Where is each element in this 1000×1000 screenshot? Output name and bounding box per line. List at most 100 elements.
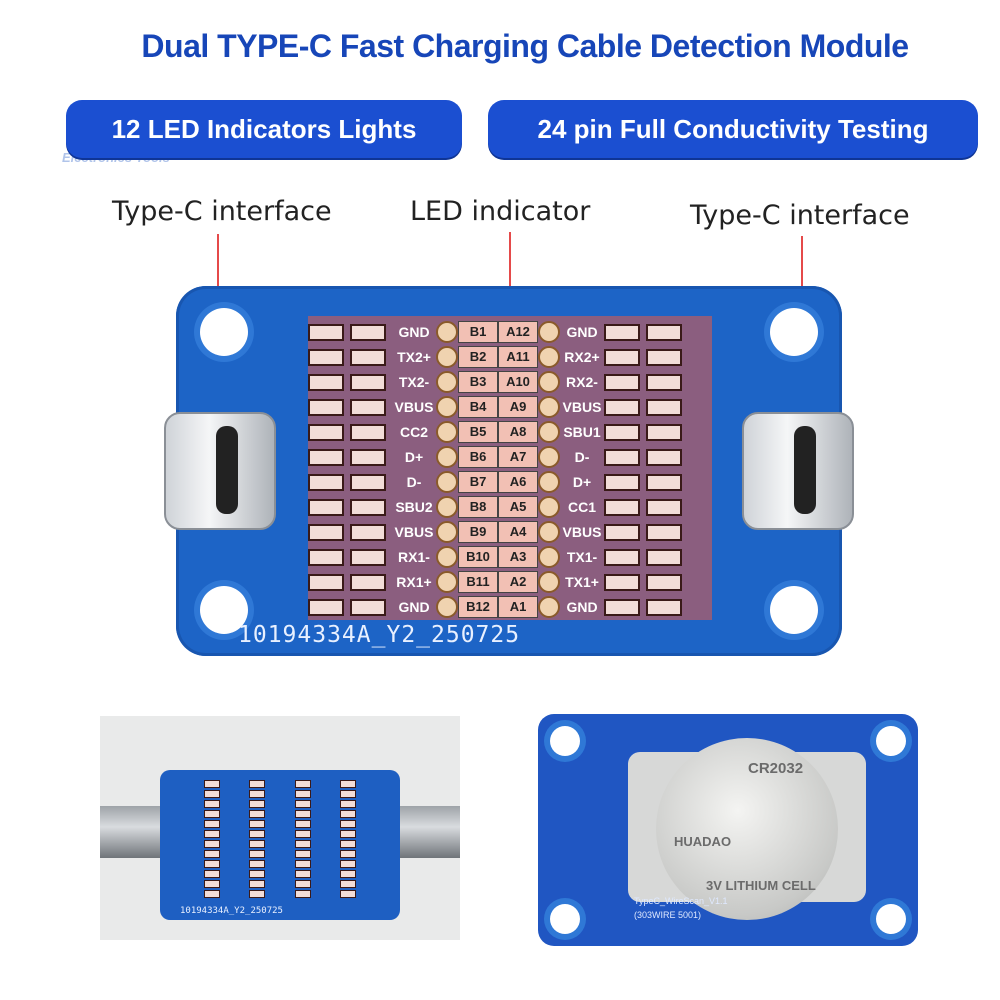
usb-c-port-left [164, 412, 276, 530]
mini-led-indicator [204, 780, 220, 788]
mini-led-indicator [204, 860, 220, 868]
mini-led-indicator [294, 830, 311, 838]
board-silkscreen: 10194334A_Y2_250725 [238, 622, 521, 648]
test-pad [436, 446, 458, 468]
back-silk-code: (303WIRE 5001) [634, 910, 702, 920]
mini-led-indicator [294, 780, 311, 788]
led-indicator [350, 598, 386, 616]
led-indicator [350, 423, 386, 441]
mini-led-indicator [294, 850, 311, 858]
led-indicator [308, 573, 344, 591]
mini-led-indicator [204, 840, 220, 848]
led-indicator [646, 398, 682, 416]
mini-led-indicator [204, 890, 220, 898]
pin-label-b: B9 [458, 521, 498, 543]
test-pad [538, 371, 560, 393]
cell-voltage-text: 3V LITHIUM CELL [706, 878, 816, 893]
led-indicator [604, 398, 640, 416]
signal-label-left: SBU2 [395, 499, 433, 515]
feature-pill-led: 12 LED Indicators Lights [66, 100, 462, 158]
mini-led-indicator [204, 880, 220, 888]
usb-c-port-right [742, 412, 854, 530]
led-indicator [604, 373, 640, 391]
pin-label-a: A3 [498, 546, 538, 568]
mini-led-indicator [294, 880, 311, 888]
test-pad [436, 546, 458, 568]
led-indicator [350, 373, 386, 391]
callout-left-typec: Type-C interface [112, 196, 332, 227]
callout-led: LED indicator [410, 196, 591, 227]
led-indicator [308, 373, 344, 391]
product-title: Dual TYPE-C Fast Charging Cable Detectio… [141, 28, 909, 64]
pin-label-a: A8 [498, 421, 538, 443]
pin-label-a: A10 [498, 371, 538, 393]
led-indicator [308, 398, 344, 416]
mini-led-indicator [204, 870, 220, 878]
test-pad [436, 521, 458, 543]
mounting-hole [550, 904, 580, 934]
led-indicator [646, 448, 682, 466]
pin-label-b: B10 [458, 546, 498, 568]
test-pad [538, 521, 560, 543]
mini-led-row [204, 800, 356, 808]
mini-board: 10194334A_Y2_250725 [160, 770, 400, 920]
test-pad [538, 446, 560, 468]
pin-label-b: B5 [458, 421, 498, 443]
mini-led-indicator [204, 830, 220, 838]
mini-led-indicator [339, 790, 356, 798]
signal-label-left: TX2- [398, 374, 430, 390]
mounting-hole [550, 726, 580, 756]
pin-label-b: B6 [458, 446, 498, 468]
pin-label-a: A6 [498, 471, 538, 493]
led-indicator [604, 573, 640, 591]
test-pad [538, 571, 560, 593]
mini-board-silkscreen: 10194334A_Y2_250725 [180, 906, 283, 916]
mini-led-indicator [294, 870, 311, 878]
led-indicator [646, 423, 682, 441]
signal-label-left: RX1+ [396, 574, 432, 590]
pin-label-a: A2 [498, 571, 538, 593]
mini-led-indicator [339, 800, 356, 808]
mounting-hole [876, 904, 906, 934]
cell-brand: HUADAO [674, 834, 732, 849]
led-indicator [646, 598, 682, 616]
mini-led-indicator [294, 790, 311, 798]
led-indicator [646, 523, 682, 541]
mini-led-indicator [294, 800, 311, 808]
signal-label-left: RX1- [398, 549, 430, 565]
signal-label-left: VBUS [394, 399, 434, 415]
test-pad [436, 346, 458, 368]
led-indicator [646, 573, 682, 591]
pin-label-b: B2 [458, 346, 498, 368]
led-indicator [308, 348, 344, 366]
mini-led-indicator [249, 850, 266, 858]
led-indicator [646, 548, 682, 566]
led-indicator [646, 498, 682, 516]
mini-led-indicator [249, 890, 266, 898]
led-indicator [350, 323, 386, 341]
cell-model: CR2032 [748, 760, 804, 777]
mini-led-row [204, 880, 356, 888]
led-indicator [604, 598, 640, 616]
led-indicator [646, 323, 682, 341]
led-indicator [646, 473, 682, 491]
feature-pill-led-label: 12 LED Indicators Lights [111, 113, 417, 144]
test-pad [538, 346, 560, 368]
photo-board-back: CR2032 HUADAO 3V LITHIUM CELL TypeC_Wire… [538, 714, 918, 946]
led-indicator [350, 548, 386, 566]
led-indicator [308, 448, 344, 466]
test-pad [436, 496, 458, 518]
signal-label-right: VBUS [562, 399, 602, 415]
pin-label-b: B8 [458, 496, 498, 518]
signal-label-left: TX2+ [397, 349, 431, 365]
mini-led-indicator [339, 870, 356, 878]
pin-label-b: B4 [458, 396, 498, 418]
